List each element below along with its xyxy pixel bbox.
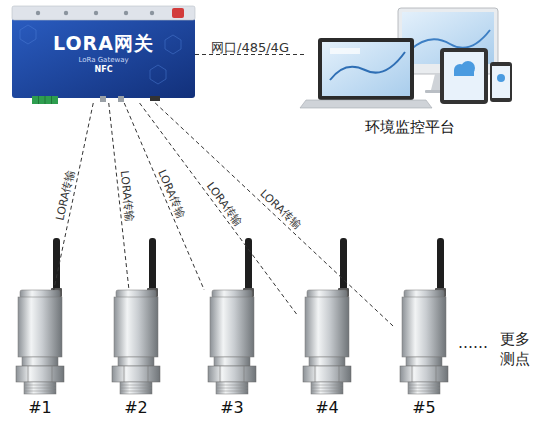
edge-label: LORA传输 (55, 169, 76, 221)
sensor-drawing (112, 238, 160, 394)
platform-box: 环境监控平台 (305, 5, 515, 137)
note-label: …… (458, 334, 498, 354)
platform-devices (300, 8, 512, 108)
sensor-node: #2 (106, 290, 166, 420)
edge-label: LORA传输 (156, 168, 186, 219)
callout-number: #2 (124, 398, 148, 418)
callout-number: #3 (220, 398, 244, 418)
edge-label: LORA传输 (205, 180, 244, 228)
callout-number: #5 (412, 398, 436, 418)
sensor-drawing (400, 238, 448, 394)
callout-number: #1 (28, 398, 52, 418)
dashed-connector (195, 54, 305, 55)
dashed-connector (155, 103, 394, 327)
sensor-node: #1 (10, 290, 70, 420)
edge-label: 网口/485/4G (211, 40, 289, 53)
gateway-box: LORA网关LoRa GatewayNFC (12, 6, 195, 103)
sensor-node: #3 (202, 290, 262, 420)
sensor-drawing (208, 238, 256, 394)
node-caption: 环境监控平台 (365, 118, 455, 137)
node-title: LORA网关 (53, 32, 154, 56)
sensor-drawing (303, 238, 351, 394)
edge-label: LORA传输 (119, 170, 135, 222)
node-subtitle: LoRa Gateway (78, 56, 128, 65)
dashed-connector (54, 103, 94, 290)
note-label: 更多 测点 (500, 330, 534, 369)
sensor-node: #5 (394, 290, 454, 420)
sensor-node: #4 (297, 290, 357, 420)
dashed-connector (124, 103, 204, 290)
edge-label: LORA传输 (258, 188, 303, 231)
gateway-device (12, 6, 195, 104)
callout-number: #4 (315, 398, 339, 418)
sensor-drawing (16, 238, 64, 394)
node-tag: NFC (94, 65, 112, 75)
